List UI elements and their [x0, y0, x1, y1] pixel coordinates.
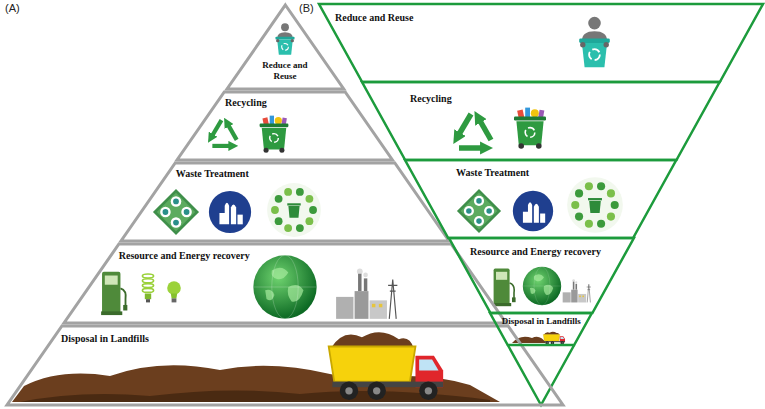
eco-icon-cluster — [567, 177, 623, 233]
band-label: Disposal in Landfills — [502, 316, 581, 327]
dump-truck — [329, 332, 443, 400]
pyramid-band: Disposal in Landfills — [490, 313, 592, 345]
pyramid-band: Waste Treatment — [121, 163, 449, 241]
pyramid-band: Recycling — [177, 92, 392, 160]
pyramid-band: Waste Treatment — [405, 160, 676, 238]
panel-label: (A) — [5, 2, 20, 15]
band-label: Reduce and Reuse — [257, 60, 313, 82]
band-outline — [362, 82, 720, 160]
band-label: Waste Treatment — [176, 168, 249, 180]
recycle-bin — [260, 116, 289, 153]
band-outline — [490, 313, 592, 345]
pyramid-band: Resource and Energy recovery — [64, 244, 506, 323]
power-plant — [336, 269, 397, 319]
band-outline — [405, 160, 676, 238]
pyramid-band: Disposal in Landfills — [7, 326, 563, 405]
band-outline — [121, 163, 449, 241]
band-outline — [7, 326, 563, 405]
power-plant — [563, 279, 591, 302]
band-outline — [177, 92, 392, 160]
globe — [253, 255, 316, 318]
band-label: Resource and Energy recovery — [119, 250, 250, 262]
band-label: Reduce and Reuse — [335, 12, 413, 24]
band-outline — [449, 238, 634, 313]
band-label: Waste Treatment — [456, 167, 529, 179]
pyramid-band: Recycling — [362, 82, 720, 160]
recycle-bin — [514, 108, 546, 149]
band-outline — [319, 4, 763, 82]
band-outline — [405, 160, 676, 238]
fuel-pump — [101, 272, 127, 315]
treatment-plant — [513, 191, 553, 231]
band-outline — [121, 163, 449, 241]
globe — [523, 267, 561, 305]
treatment-panel — [153, 189, 199, 235]
dump-truck — [543, 332, 565, 345]
eco-icon-cluster — [267, 183, 321, 237]
band-outline — [177, 92, 392, 160]
energy-saving-bulb — [142, 274, 153, 302]
treatment-panel — [457, 189, 501, 233]
band-label: Disposal in Landfills — [61, 333, 149, 345]
person-with-bin — [579, 17, 610, 67]
person-with-bin — [275, 23, 294, 54]
fuel-pump — [493, 269, 516, 307]
recycle-symbol — [212, 120, 237, 146]
band-outline — [64, 244, 506, 323]
band-label: Recycling — [225, 97, 267, 109]
treatment-plant — [209, 191, 251, 233]
recycle-symbol — [458, 114, 491, 148]
panel-label: (B) — [299, 2, 314, 15]
pyramid-band: Reduce and Reuse — [319, 4, 763, 82]
pyramid-band: Resource and Energy recovery — [449, 238, 634, 313]
band-label: Recycling — [410, 93, 452, 105]
band-label: Resource and Energy recovery — [470, 246, 601, 258]
light-bulb — [167, 281, 181, 302]
